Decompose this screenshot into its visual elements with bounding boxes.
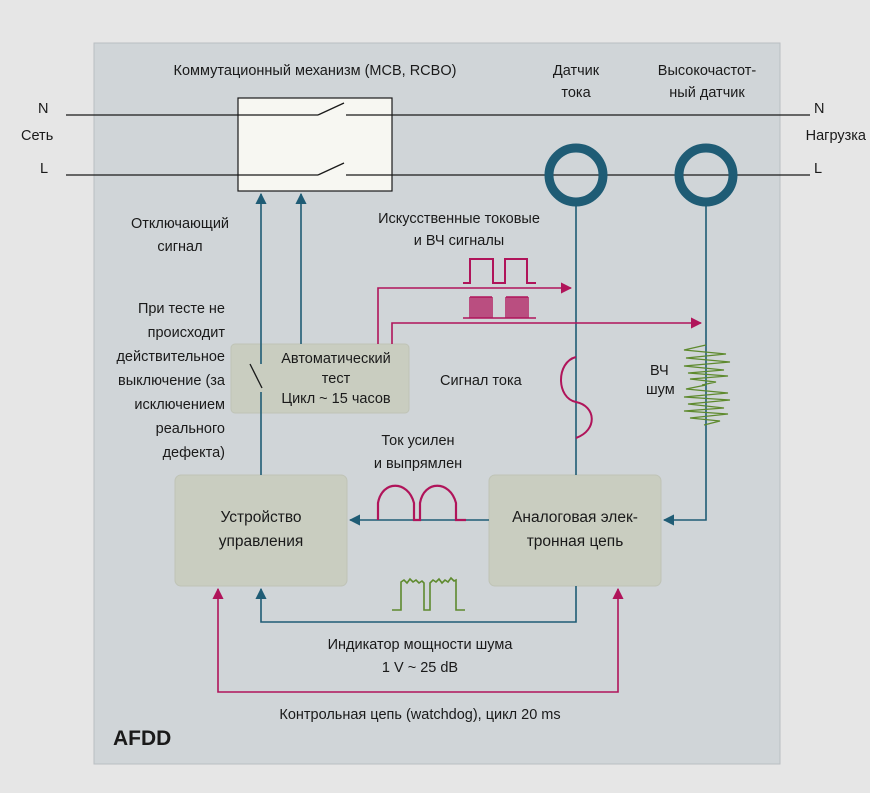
test-note-line-7: дефекта) <box>162 445 225 461</box>
artificial-current-pulses <box>463 258 536 284</box>
hf-noise-label-2: шум <box>646 382 675 398</box>
switch-mechanism-label: Коммутационный механизм (MCB, RCBO) <box>173 63 457 79</box>
afdd-panel <box>93 42 781 765</box>
hf-sensor-label-2: ный датчик <box>669 85 745 101</box>
test-note-line-3: действительное <box>116 349 225 365</box>
analog-circuit-box <box>488 474 662 587</box>
switch-mechanism <box>237 97 393 192</box>
hf-noise-label-1: ВЧ <box>650 363 669 379</box>
current-signal-wave <box>560 356 593 439</box>
noise-power-trace <box>392 576 465 611</box>
l-right-label: L <box>814 161 823 177</box>
artificial-signals-label-1: Искусственные токовые <box>378 211 540 227</box>
watchdog-label: Контрольная цепь (watchdog), цикл 20 ms <box>279 707 561 723</box>
auto-test-label-1: Автоматический <box>281 351 391 367</box>
hf-noise-wave <box>683 344 731 426</box>
supply-label: Сеть <box>21 128 54 144</box>
test-note-line-2: происходит <box>147 325 225 341</box>
amplified-label-2: и выпрямлен <box>373 456 463 472</box>
control-unit-label-1: Устройство <box>220 509 302 526</box>
test-note-line-5: исключением <box>134 397 225 413</box>
current-signal-label: Сигнал тока <box>440 373 522 389</box>
n-left-label: N <box>38 101 49 117</box>
l-left-label: L <box>40 161 49 177</box>
auto-test-box <box>230 343 410 414</box>
hf-sensor-label-1: Высокочастот- <box>657 63 757 79</box>
current-sensor-label-1: Датчик <box>552 63 600 79</box>
trip-signal-label-1: Отключающий <box>130 216 230 232</box>
n-right-label: N <box>814 101 825 117</box>
test-note-line-4: выключение (за <box>117 373 225 389</box>
artificial-hf-pulses <box>463 296 536 319</box>
rectified-current-wave <box>376 484 466 522</box>
analog-circuit-label-1: Аналоговая элек- <box>512 509 638 526</box>
current-sensor-label-2: тока <box>561 85 591 101</box>
control-unit-label-2: управления <box>218 533 304 550</box>
auto-test-label-3: Цикл ~ 15 часов <box>281 391 391 407</box>
analog-circuit-label-2: тронная цепь <box>526 533 624 550</box>
magenta-test-lines <box>212 282 703 693</box>
load-label: Нагрузка <box>805 128 866 144</box>
auto-test-label-2: тест <box>321 371 351 387</box>
test-switch-symbol <box>249 363 263 389</box>
trip-signal-label-2: сигнал <box>157 239 203 255</box>
test-note-line-1: При тесте не <box>137 301 225 317</box>
noise-indicator-label-1: Индикатор мощности шума <box>327 637 513 653</box>
amplified-label-1: Ток усилен <box>381 433 455 449</box>
noise-indicator-label-2: 1 V ~ 25 dB <box>381 660 459 676</box>
device-name-label: AFDD <box>113 727 172 750</box>
artificial-signals-label-2: и ВЧ сигналы <box>413 233 505 249</box>
test-note-line-6: реального <box>155 421 225 437</box>
